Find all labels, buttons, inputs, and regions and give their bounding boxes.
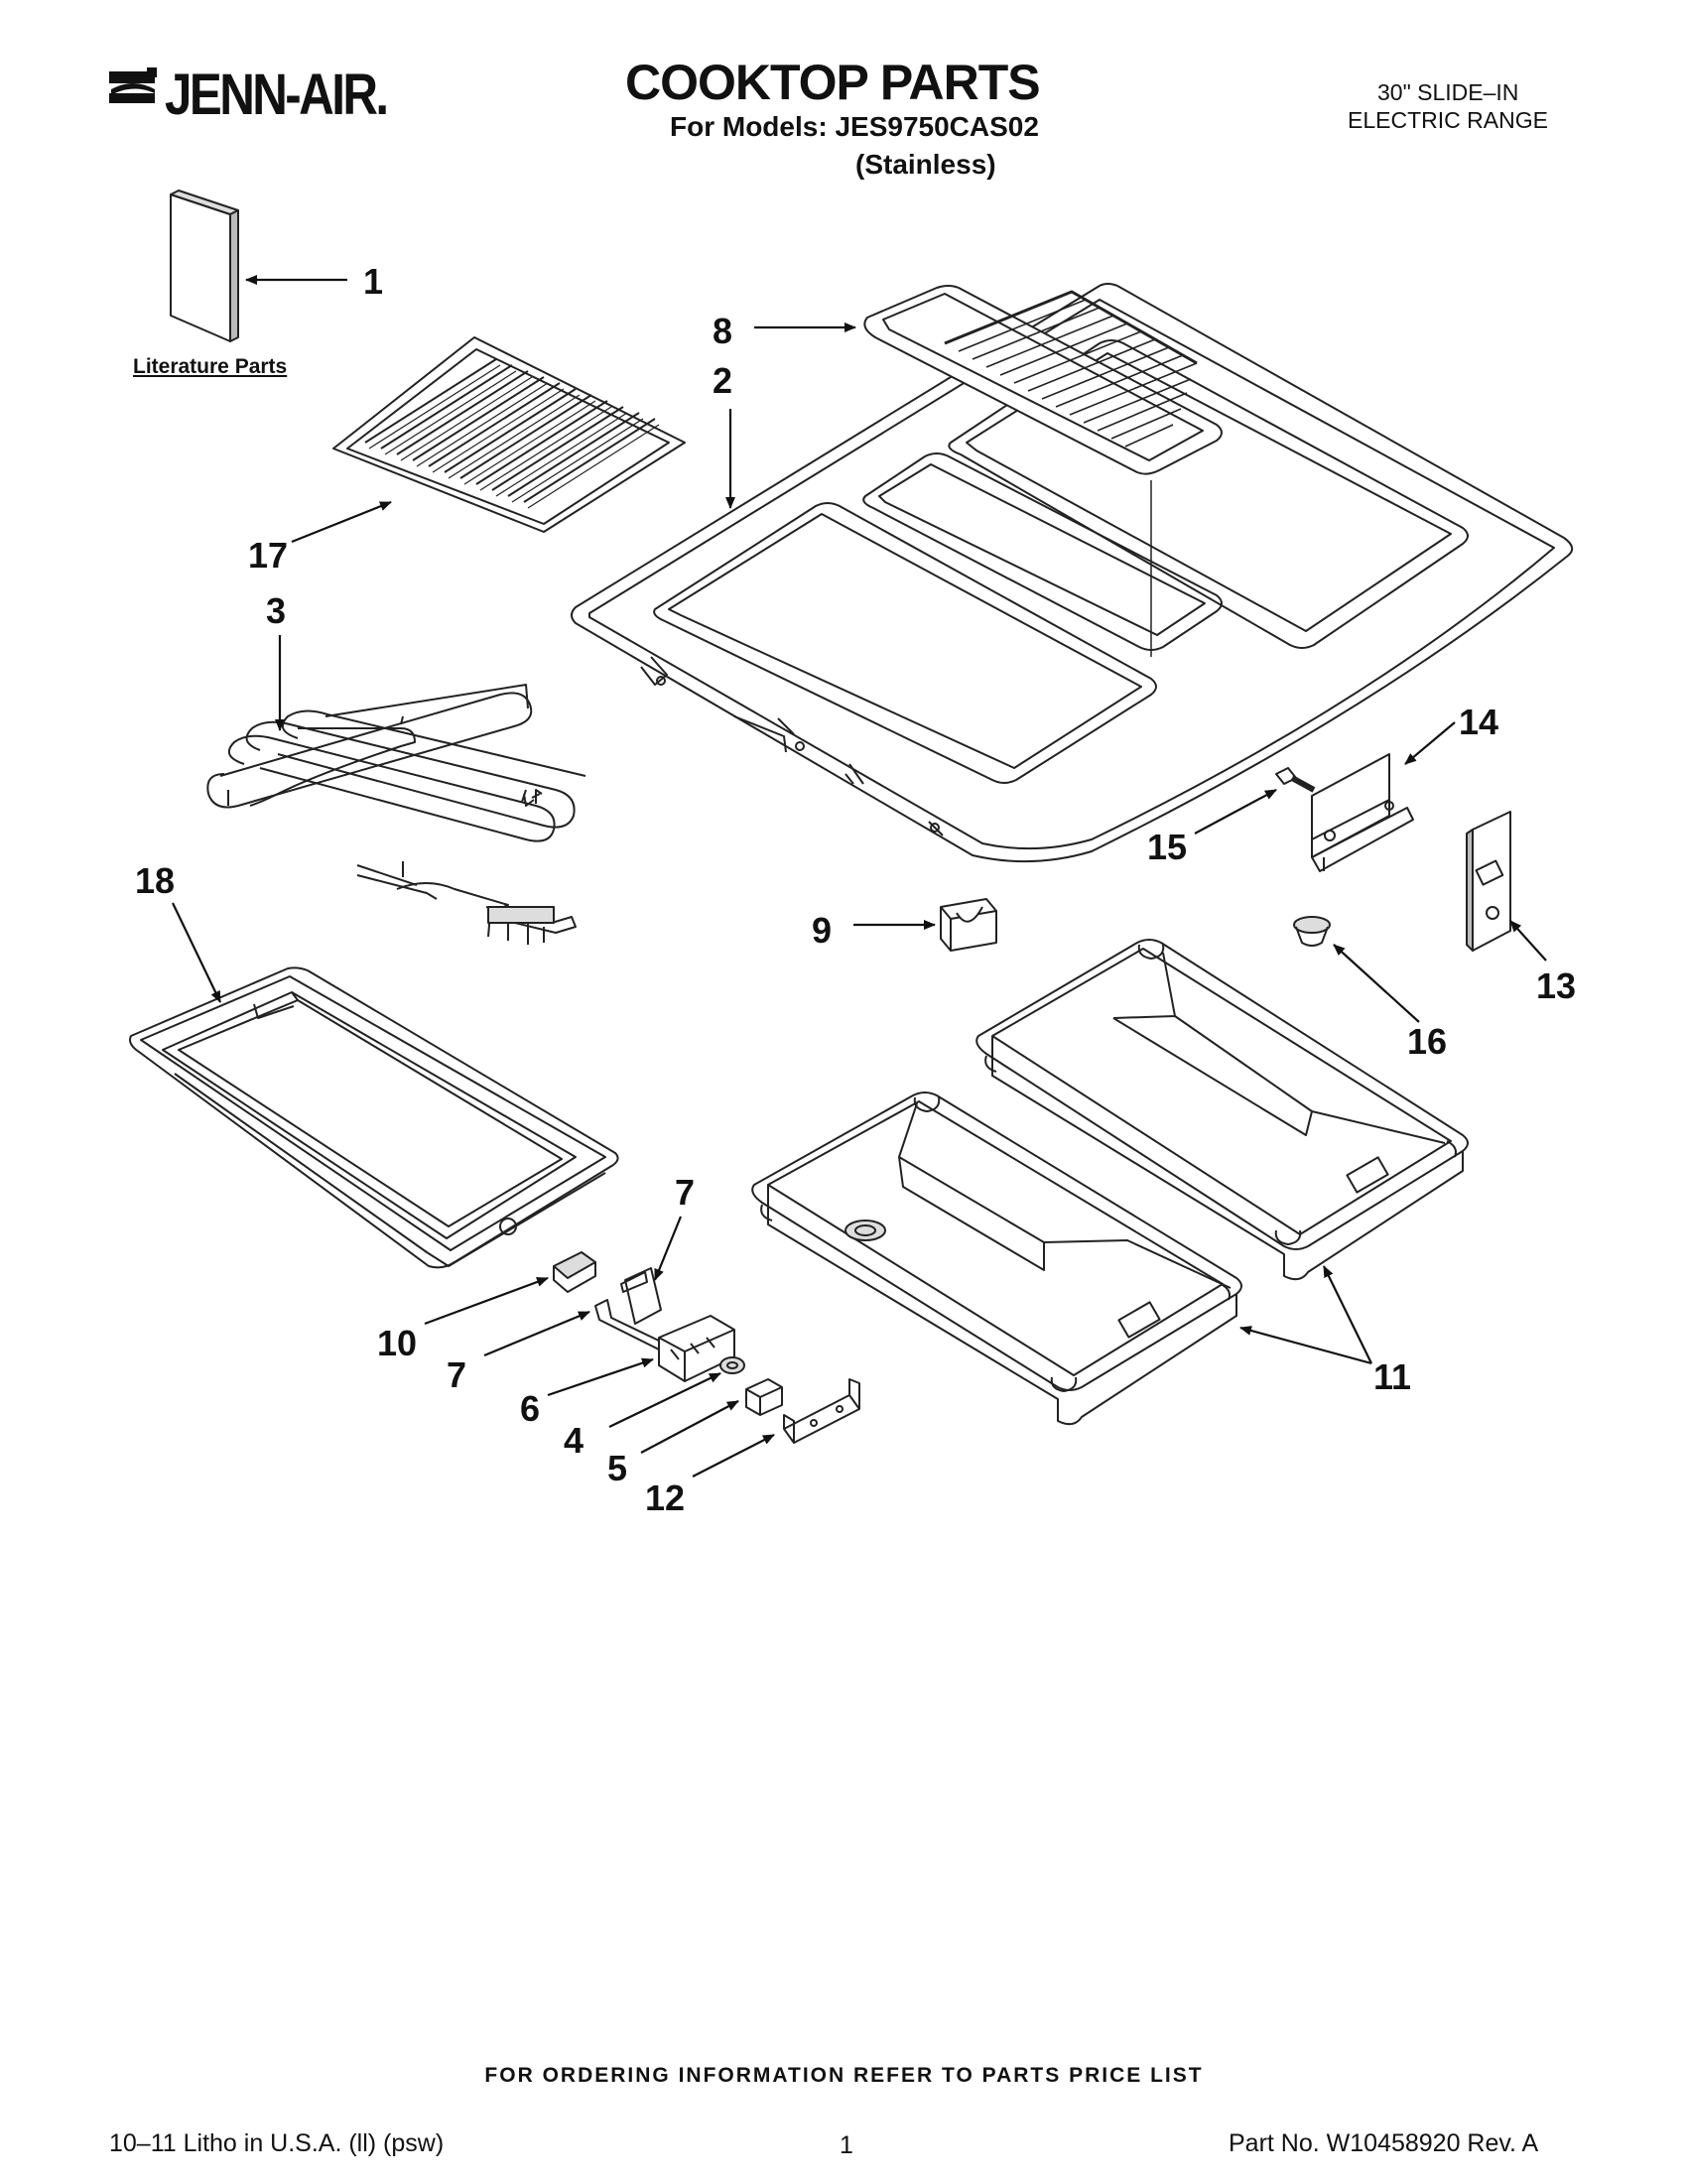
jenn-air-swirl-icon bbox=[109, 67, 157, 103]
page-title: COOKTOP PARTS bbox=[625, 55, 1041, 110]
callout-1: 1 bbox=[363, 261, 383, 302]
small-plate-part bbox=[553, 1251, 596, 1293]
models-subtitle: For Models: JES9750CAS02 bbox=[670, 111, 1039, 142]
callout-15: 15 bbox=[1147, 827, 1187, 867]
callout-2: 2 bbox=[713, 360, 732, 401]
finish-subtitle: (Stainless) bbox=[855, 149, 996, 180]
callout-6: 6 bbox=[520, 1388, 540, 1429]
callout-7-bottom: 7 bbox=[447, 1354, 466, 1395]
arrow-7a bbox=[653, 1216, 683, 1281]
brand-wordmark: JENN-AIR. bbox=[165, 63, 389, 127]
nut-part bbox=[719, 1356, 745, 1374]
callout-8: 8 bbox=[713, 311, 732, 351]
clip-bracket-part bbox=[1466, 811, 1511, 952]
arrow-14 bbox=[1404, 721, 1456, 765]
arrow-7b bbox=[483, 1310, 590, 1357]
clip-a-part bbox=[620, 1267, 662, 1325]
grill-grate-part bbox=[332, 336, 686, 533]
literature-parts-label: Literature Parts bbox=[133, 355, 288, 378]
small-bracket-part bbox=[745, 1378, 783, 1416]
jenn-air-logo: JENN-AIR. bbox=[109, 62, 456, 131]
drip-tray-part bbox=[129, 966, 619, 1269]
arrow-6 bbox=[547, 1357, 654, 1397]
cooktop-main-part bbox=[571, 283, 1574, 863]
arrow-4 bbox=[608, 1372, 721, 1428]
literature-booklet-part bbox=[170, 190, 239, 342]
ordering-notice: FOR ORDERING INFORMATION REFER TO PARTS … bbox=[484, 2064, 1204, 2087]
callout-7-top: 7 bbox=[675, 1172, 695, 1213]
vent-grille-part bbox=[863, 285, 1223, 657]
range-type-line-2: ELECTRIC RANGE bbox=[1348, 107, 1548, 133]
arrow-11b bbox=[1323, 1265, 1372, 1364]
arrow-12 bbox=[692, 1434, 775, 1477]
callout-11: 11 bbox=[1373, 1356, 1411, 1397]
litho-info: 10–11 Litho in U.S.A. (ll) (psw) bbox=[109, 2129, 445, 2157]
arrow-17 bbox=[291, 500, 392, 544]
burner-box-front-part bbox=[751, 1092, 1242, 1426]
block-part bbox=[940, 898, 997, 952]
burner-box-back-part bbox=[975, 939, 1469, 1281]
callout-13: 13 bbox=[1536, 965, 1576, 1006]
callout-3: 3 bbox=[266, 590, 286, 631]
arrow-10 bbox=[424, 1276, 549, 1326]
screw-part bbox=[1275, 767, 1316, 793]
range-type-line-1: 30" SLIDE–IN bbox=[1377, 79, 1519, 105]
arrow-15 bbox=[1194, 789, 1277, 835]
arrow-18 bbox=[172, 902, 221, 1003]
callout-14: 14 bbox=[1459, 702, 1498, 742]
heating-element-part bbox=[206, 684, 586, 945]
callout-4: 4 bbox=[564, 1420, 584, 1461]
callout-16: 16 bbox=[1407, 1021, 1447, 1062]
arrow-13 bbox=[1509, 920, 1547, 962]
arrow-5 bbox=[640, 1400, 739, 1454]
callout-5: 5 bbox=[607, 1448, 627, 1488]
arrow-11a bbox=[1239, 1326, 1372, 1365]
page-number: 1 bbox=[840, 2131, 853, 2159]
bracket-part bbox=[1311, 753, 1414, 872]
mounting-bracket-part bbox=[783, 1378, 860, 1444]
part-number: Part No. W10458920 Rev. A bbox=[1229, 2129, 1539, 2157]
callout-17: 17 bbox=[248, 535, 288, 576]
callout-9: 9 bbox=[812, 910, 832, 951]
arrow-16 bbox=[1333, 944, 1420, 1023]
callout-12: 12 bbox=[645, 1477, 685, 1518]
grommet-part bbox=[1293, 916, 1331, 947]
callout-10: 10 bbox=[377, 1323, 417, 1363]
callout-18: 18 bbox=[135, 860, 175, 901]
